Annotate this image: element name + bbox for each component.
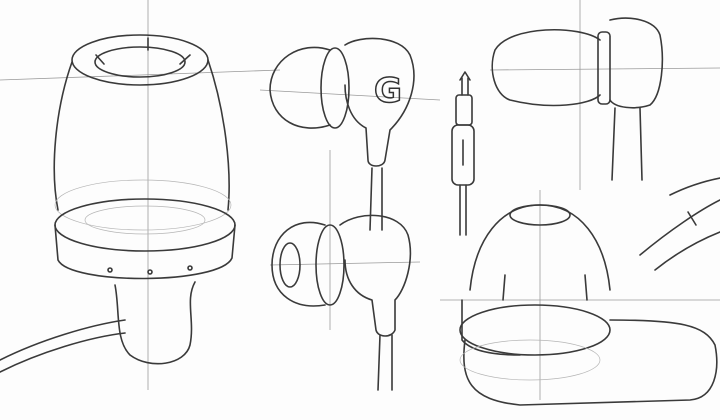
audio-jack-sketch [451, 71, 475, 236]
front-earbud-sketch [271, 214, 412, 391]
side-earbud-sketch [491, 17, 664, 181]
logo-letter-g: G [374, 71, 402, 111]
large-earbud-sketch [0, 34, 236, 373]
logo-earbud-sketch: G [269, 37, 415, 231]
earbud-with-cable-sketch [459, 177, 720, 406]
construction-lines [0, 0, 720, 400]
